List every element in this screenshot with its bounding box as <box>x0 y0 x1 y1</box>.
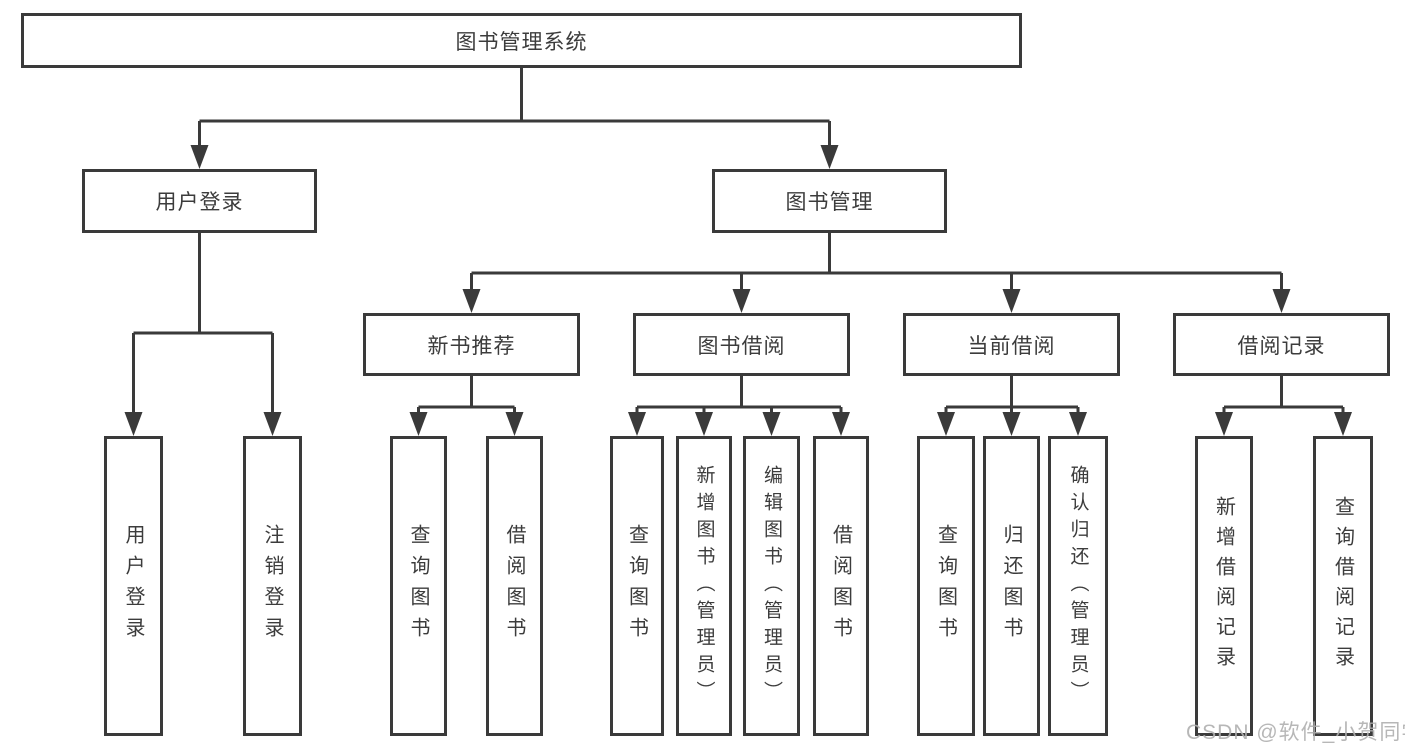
node-borrowing-records: 借阅记录 <box>1173 313 1390 376</box>
leaf-logout: 注销登录 <box>243 436 302 736</box>
leaf-query-books-current-label: 查询图书 <box>934 524 957 648</box>
node-current-borrowing-label: 当前借阅 <box>967 334 1056 358</box>
node-library-system-label: 图书管理系统 <box>455 30 588 54</box>
node-new-book-recommend-label: 新书推荐 <box>427 334 516 358</box>
node-book-borrowing: 图书借阅 <box>633 313 850 376</box>
node-library-system: 图书管理系统 <box>21 13 1022 68</box>
leaf-query-books-recommend: 查询图书 <box>390 436 447 736</box>
node-book-borrowing-label: 图书借阅 <box>697 334 786 358</box>
leaf-query-books-borrowing: 查询图书 <box>610 436 664 736</box>
leaf-add-book-admin: 新增图书（管理员） <box>676 436 732 736</box>
node-current-borrowing: 当前借阅 <box>903 313 1120 376</box>
leaf-confirm-return-admin: 确认归还（管理员） <box>1048 436 1108 736</box>
leaf-add-borrow-record-label: 新增借阅记录 <box>1212 496 1235 676</box>
leaf-user-login-label: 用户登录 <box>122 524 144 648</box>
leaf-return-book: 归还图书 <box>983 436 1040 736</box>
leaf-logout-label: 注销登录 <box>261 524 283 648</box>
node-new-book-recommend: 新书推荐 <box>363 313 580 376</box>
leaf-edit-book-admin-label: 编辑图书（管理员） <box>761 464 782 708</box>
leaf-return-book-label: 归还图书 <box>1000 524 1022 648</box>
leaf-confirm-return-admin-label: 确认归还（管理员） <box>1067 464 1089 708</box>
leaf-query-books-recommend-label: 查询图书 <box>407 524 429 648</box>
leaf-add-borrow-record: 新增借阅记录 <box>1195 436 1253 736</box>
csdn-watermark: CSDN @软件_小贺同学 <box>1186 721 1405 744</box>
leaf-borrow-books-recommend-label: 借阅图书 <box>503 524 525 648</box>
leaf-add-book-admin-label: 新增图书（管理员） <box>693 464 715 708</box>
leaf-query-books-borrowing-label: 查询图书 <box>625 524 648 648</box>
leaf-borrow-books-borrowing: 借阅图书 <box>813 436 869 736</box>
leaf-query-borrow-record-label: 查询借阅记录 <box>1331 496 1354 676</box>
node-user-login: 用户登录 <box>82 169 317 233</box>
leaf-borrow-books-recommend: 借阅图书 <box>486 436 543 736</box>
leaf-query-borrow-record: 查询借阅记录 <box>1313 436 1373 736</box>
node-borrowing-records-label: 借阅记录 <box>1237 334 1326 358</box>
node-book-management: 图书管理 <box>712 169 947 233</box>
leaf-user-login: 用户登录 <box>104 436 163 736</box>
node-user-login-label: 用户登录 <box>155 191 244 214</box>
leaf-edit-book-admin: 编辑图书（管理员） <box>743 436 800 736</box>
leaf-borrow-books-borrowing-label: 借阅图书 <box>829 524 852 648</box>
leaf-query-books-current: 查询图书 <box>917 436 975 736</box>
node-book-management-label: 图书管理 <box>785 191 874 214</box>
